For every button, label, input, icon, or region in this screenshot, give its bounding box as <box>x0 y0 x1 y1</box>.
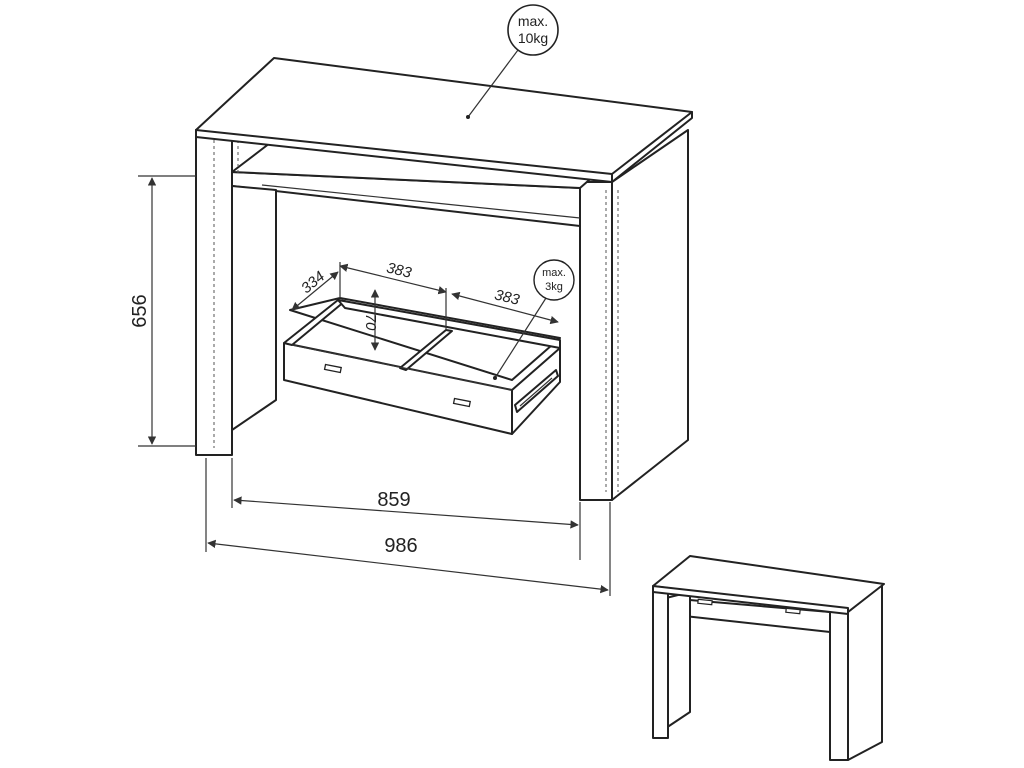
dim-drawer-height: 70 <box>362 314 379 331</box>
drawer-load-callout <box>533 259 575 301</box>
thumb-right-leg <box>829 611 849 761</box>
desk-right-side-panel <box>611 129 689 501</box>
thumb-right-side <box>847 584 883 761</box>
desk-left-inner-panel <box>231 185 277 431</box>
drawer-load-label-line2: 3kg <box>545 281 563 293</box>
dim-drawer-compartment-right: 383 <box>493 287 522 309</box>
dim-height: 656 <box>129 294 151 327</box>
thumb-handle-right <box>785 607 801 615</box>
drawer-divider <box>399 329 453 371</box>
drawer-back-wall <box>337 299 561 349</box>
desk-top-side-edge <box>611 111 693 183</box>
thumb-handle-left <box>697 598 713 606</box>
dim-total-width: 986 <box>384 535 417 557</box>
desk-right-front-leg <box>579 181 613 501</box>
drawer-handle-left <box>323 363 342 374</box>
top-load-label-line2: 10kg <box>518 30 548 46</box>
dim-inner-width: 859 <box>377 489 410 511</box>
thumb-left-leg <box>652 587 669 739</box>
desk-main-view: max. 10kg <box>195 4 693 501</box>
desk-assembled-thumbnail <box>652 555 885 761</box>
drawer-exploded-view: max. 3kg 383 383 334 70 <box>283 259 575 435</box>
drawer-handle-right <box>452 397 471 408</box>
dim-drawer-depth: 334 <box>298 268 328 297</box>
drawer-load-label-line1: max. <box>542 267 566 279</box>
top-load-callout <box>507 4 559 56</box>
dim-drawer-compartment-left: 383 <box>385 260 414 282</box>
thumb-left-inner <box>665 591 691 729</box>
top-load-label-line1: max. <box>518 13 548 29</box>
main-dimensions: 656 859 986 <box>129 175 611 596</box>
thumb-top-edge <box>652 585 849 615</box>
